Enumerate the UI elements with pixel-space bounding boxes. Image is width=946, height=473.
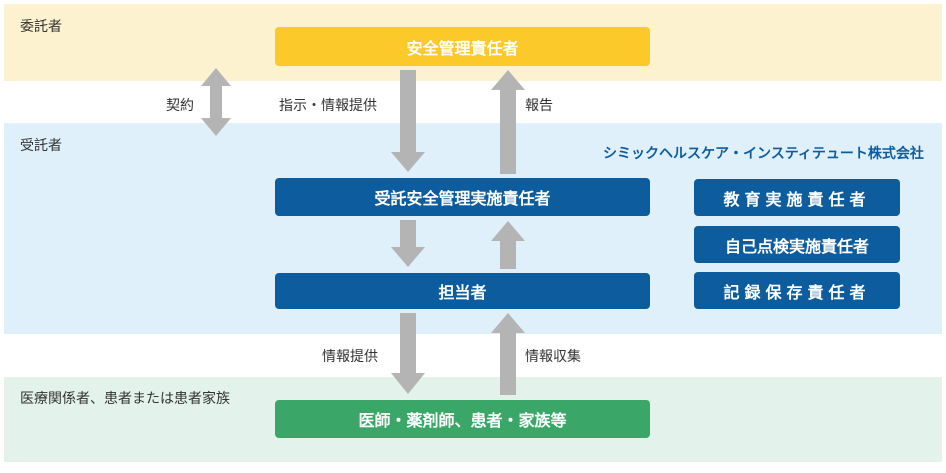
report-up-arrow <box>491 70 525 174</box>
info-collect-up-arrow <box>491 313 525 395</box>
instruct-down-arrow <box>391 70 425 172</box>
medical-label: 医療関係者、患者または患者家族 <box>20 391 230 407</box>
medical-staff-box: 医師・薬剤師、患者・家族等 <box>275 400 650 438</box>
info-provide-label: 情報提供 <box>322 349 378 365</box>
education-manager-box: 教育実施責任者 <box>694 179 900 216</box>
company-name: シミックヘルスケア・インスティテュート株式会社 <box>603 146 924 162</box>
safety-manager-box: 安全管理責任者 <box>275 27 650 66</box>
contract-label: 契約 <box>166 98 194 114</box>
report-label: 報告 <box>525 98 553 114</box>
contractor-label: 受託者 <box>20 138 62 154</box>
info-provide-down-arrow <box>391 313 425 394</box>
contract-double-arrow <box>201 68 231 136</box>
record-keeping-manager-box: 記録保存責任者 <box>694 272 900 309</box>
middle-down-arrow <box>391 220 425 267</box>
staff-box: 担当者 <box>275 273 650 309</box>
middle-up-arrow <box>491 221 525 269</box>
info-collect-label: 情報収集 <box>525 349 581 365</box>
contract-safety-manager-box: 受託安全管理実施責任者 <box>275 178 650 216</box>
instruct-label: 指示・情報提供 <box>279 98 377 114</box>
consignor-label: 委託者 <box>20 19 62 35</box>
self-inspection-manager-box: 自己点検実施責任者 <box>694 226 900 263</box>
